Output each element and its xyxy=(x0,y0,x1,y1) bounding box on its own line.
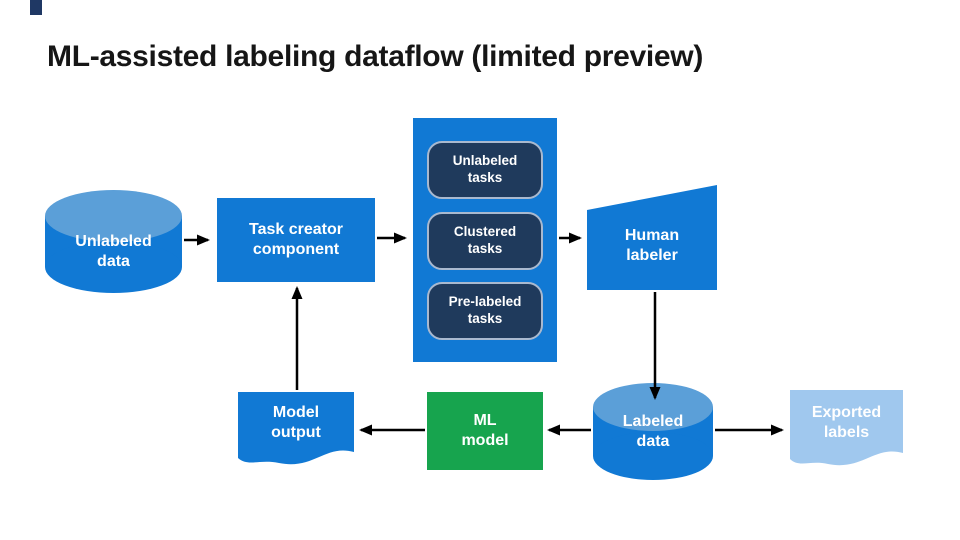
cylinder-top xyxy=(45,190,182,242)
node-unlabeled-data xyxy=(45,190,182,293)
node-model-output xyxy=(238,392,354,465)
node-human-labeler xyxy=(587,185,717,290)
node-prelabeled-tasks xyxy=(427,282,543,340)
node-ml-model xyxy=(427,392,543,470)
node-task-creator xyxy=(217,198,375,282)
node-unlabeled-tasks xyxy=(427,141,543,199)
node-task-container xyxy=(413,118,557,362)
node-clustered-tasks xyxy=(427,212,543,270)
cylinder-bottom xyxy=(45,241,182,293)
cylinder-bottom xyxy=(593,432,713,480)
page-title: ML-assisted labeling dataflow (limited p… xyxy=(47,40,704,73)
slide-accent-bar xyxy=(30,0,42,15)
node-labeled-data xyxy=(593,383,713,480)
cylinder-top xyxy=(593,383,713,431)
node-exported-labels xyxy=(790,390,903,466)
